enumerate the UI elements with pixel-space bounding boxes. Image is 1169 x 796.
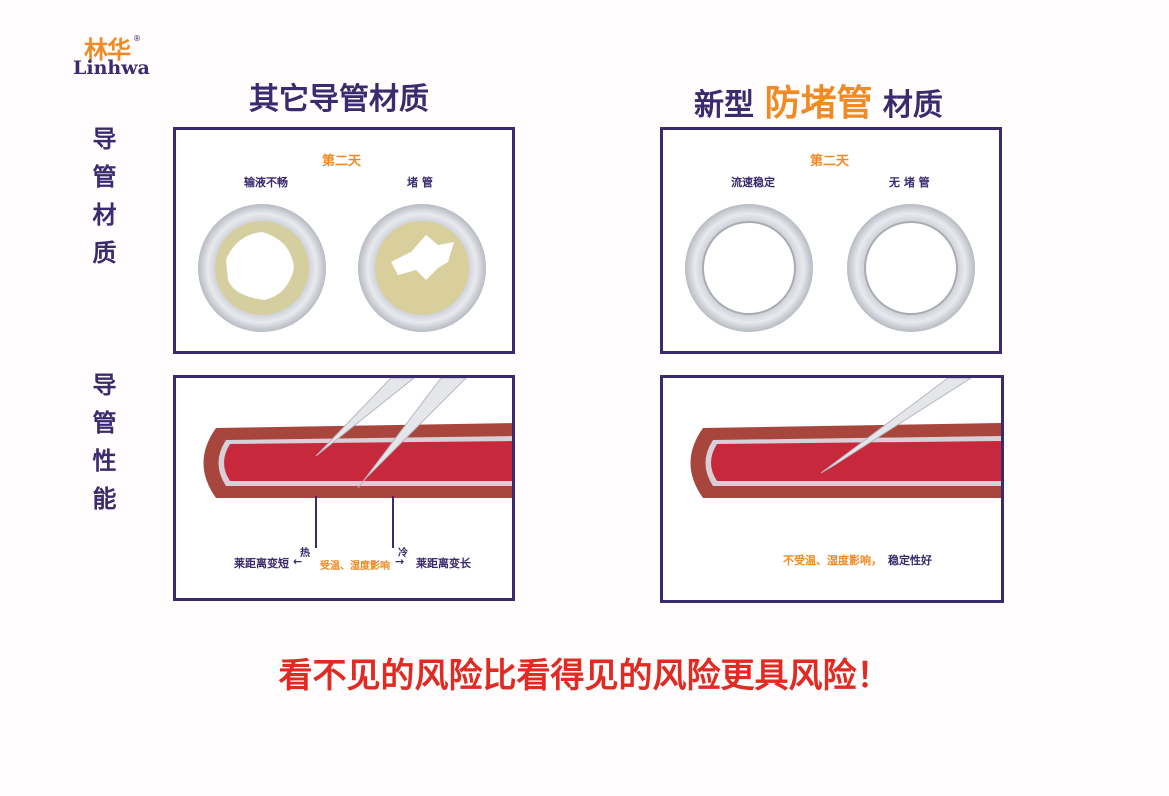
vessel-illustration: [203, 378, 512, 548]
vessel-illustration: [690, 378, 1001, 498]
logo-chinese: 林华: [84, 36, 131, 64]
day-label: 第二天: [810, 154, 850, 169]
stability-note: 稳定性好: [888, 554, 932, 567]
title-prefix: 新型: [694, 88, 754, 123]
open-lumen: [864, 221, 958, 315]
caption-no-blockage: 无 堵 管: [889, 176, 930, 189]
side-label-material: 导管材质: [88, 126, 116, 278]
title-new-material: 新型 防堵管 材质: [694, 74, 943, 126]
hot-label: 热: [300, 548, 310, 559]
distance-longer: 莱距离变长: [416, 557, 471, 570]
panel-other-material: 第二天 输液不畅 堵 管: [173, 127, 515, 354]
clear-tube-cross-sections: [685, 204, 975, 332]
panel-new-material: 第二天 流速稳定 无 堵 管: [660, 127, 1002, 354]
arrow-left-icon: ←: [293, 555, 303, 568]
needle-icon: [820, 378, 972, 474]
unaffected-note: 不受温、湿度影响，: [783, 554, 882, 567]
arrow-right-icon: →: [395, 555, 405, 568]
panel-other-performance: 莱距离变短 ← 热 受温、湿度影响 冷 → 莱距离变长: [173, 375, 515, 601]
caption-poor-flow: 输液不畅: [244, 176, 288, 189]
blocked-tube-cross-sections: [198, 204, 486, 332]
vessel-lumen: [711, 441, 1001, 481]
caption-stable-flow: 流速稳定: [731, 176, 775, 189]
needle-icon: [357, 378, 467, 489]
open-lumen: [226, 232, 294, 300]
slogan: 看不见的风险比看得见的风险更具风险！: [278, 656, 891, 696]
registered-mark: ®: [133, 34, 141, 43]
title-highlight: 防堵管: [764, 83, 873, 124]
cold-label: 冷: [398, 548, 408, 559]
distance-shorter: 莱距离变短: [234, 557, 289, 570]
open-lumen: [702, 221, 796, 315]
title-other-materials: 其它导管材质: [249, 82, 429, 117]
needle-icon: [315, 378, 415, 457]
side-label-performance: 导管性能: [88, 372, 116, 524]
vessel-lumen: [224, 441, 512, 481]
logo-english: Linhwa: [73, 57, 150, 79]
caption-blocked: 堵 管: [407, 176, 433, 189]
title-suffix: 材质: [882, 88, 943, 123]
temperature-humidity-effect: 受温、湿度影响: [320, 561, 390, 572]
panel-new-performance: 不受温、湿度影响， 稳定性好: [660, 375, 1004, 603]
open-lumen: [391, 235, 454, 280]
day-label: 第二天: [322, 154, 362, 169]
